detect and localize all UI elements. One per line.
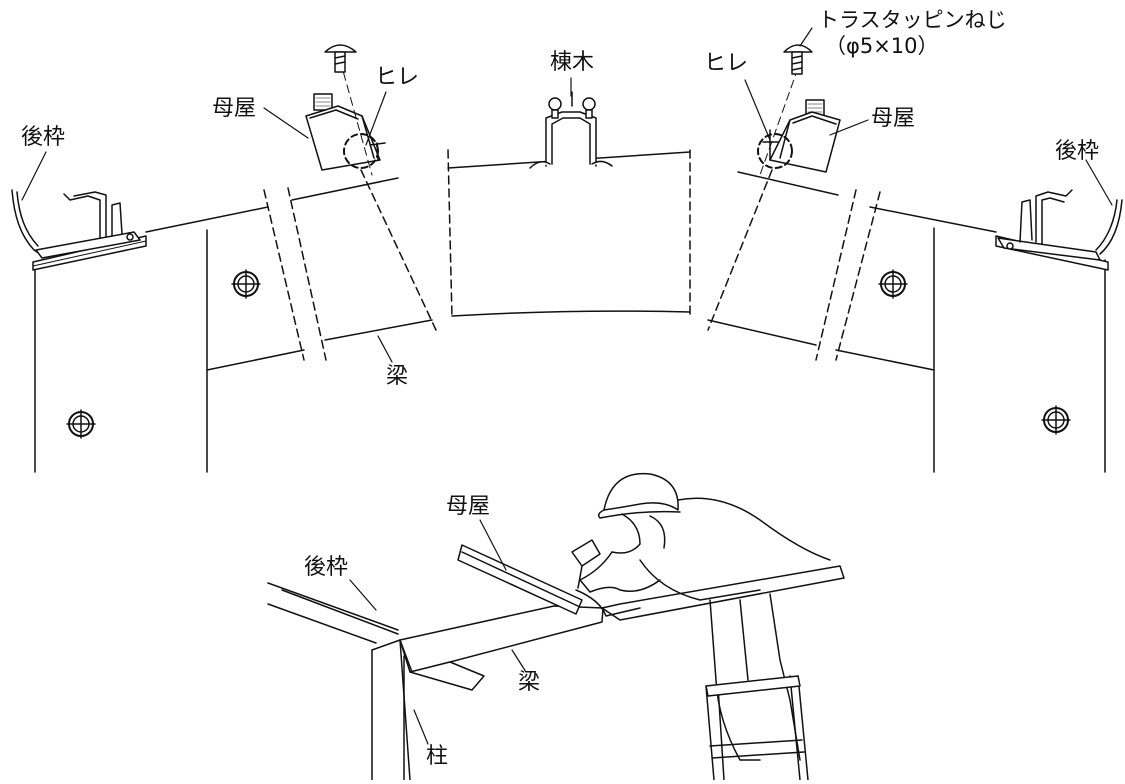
top-detail <box>11 27 1123 473</box>
beam-left <box>145 169 437 371</box>
screw-left-icon <box>324 44 357 73</box>
label-screw-size: （φ5×10） <box>825 34 939 58</box>
label-screw-name: トラスタッピンねじ <box>818 8 1007 32</box>
right-post <box>878 227 1109 473</box>
label-purlin-right: 母屋 <box>871 106 916 131</box>
label-rear-frame-left: 後枠 <box>21 125 66 150</box>
label-ridge: 棟木 <box>550 50 595 75</box>
bolt-right-lower <box>1041 405 1071 435</box>
rear-frame-left <box>11 189 141 259</box>
label-rear-frame-bottom: 後枠 <box>304 555 349 580</box>
label-fin-right: ヒレ <box>704 51 749 76</box>
label-post: 柱 <box>426 744 449 769</box>
screw-right-icon <box>783 44 813 75</box>
label-purlin-bottom: 母屋 <box>446 494 491 519</box>
label-purlin-left: 母屋 <box>212 96 257 121</box>
purlin-left <box>305 59 386 176</box>
beam-right <box>707 169 997 371</box>
label-beam-bottom: 梁 <box>518 670 541 695</box>
bottom-scene <box>267 472 845 781</box>
left-post <box>32 229 261 473</box>
purlin-bottom <box>457 544 583 615</box>
post-bottom <box>371 639 411 781</box>
label-beam-top: 梁 <box>386 364 409 389</box>
beam-bottom <box>399 565 845 691</box>
ridge-beam <box>447 91 691 319</box>
worker-figure <box>571 472 831 761</box>
purlin-right <box>757 67 841 176</box>
ladder <box>705 675 809 781</box>
label-fin-left: ヒレ <box>375 65 420 90</box>
label-rear-frame-right: 後枠 <box>1055 139 1100 164</box>
bolt-left-lower <box>66 409 96 439</box>
bolt-left-upper <box>231 269 261 299</box>
rear-frame-right <box>997 189 1123 261</box>
rear-frame-bottom <box>267 582 399 644</box>
leader-lines-bottom <box>349 519 527 745</box>
bolt-right-upper <box>878 269 908 299</box>
leader-lines-top <box>21 27 1113 363</box>
